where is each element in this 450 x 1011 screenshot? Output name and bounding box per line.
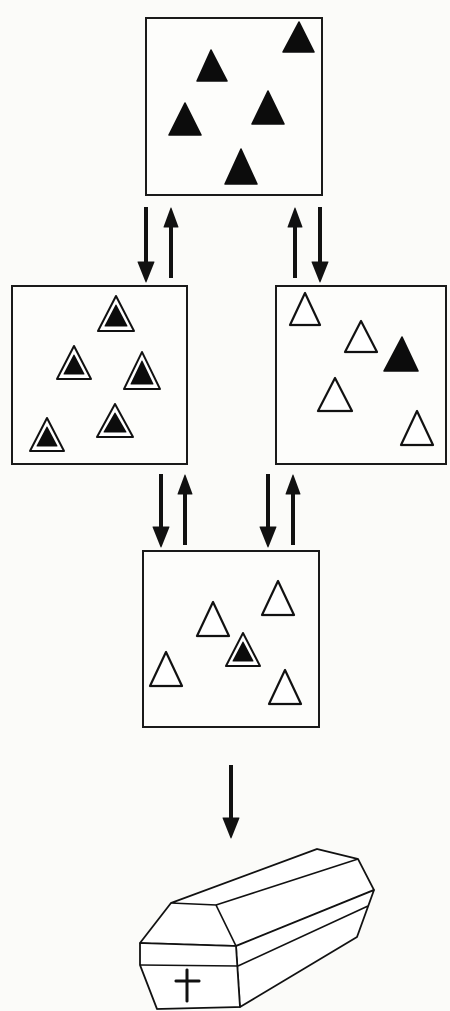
arrow-down [153, 474, 169, 547]
arrow-up [164, 208, 178, 278]
arrow-up [178, 475, 192, 545]
arrow-down [138, 207, 154, 282]
arrow-pair-top-right [288, 207, 328, 282]
arrow-down [312, 207, 328, 282]
box-middle-right [276, 286, 446, 464]
arrow-pair-top-left [138, 207, 178, 282]
arrow-pair-left-bottom [153, 474, 192, 547]
arrow-pair-right-bottom [260, 474, 300, 547]
box-middle-left [12, 286, 187, 464]
arrow-up [286, 475, 300, 545]
box-top [146, 18, 322, 195]
arrow-down-to-coffin [223, 765, 239, 838]
box-bottom [143, 551, 319, 727]
arrow-down [260, 474, 276, 547]
coffin-icon [140, 849, 374, 1009]
arrow-up [288, 208, 302, 278]
